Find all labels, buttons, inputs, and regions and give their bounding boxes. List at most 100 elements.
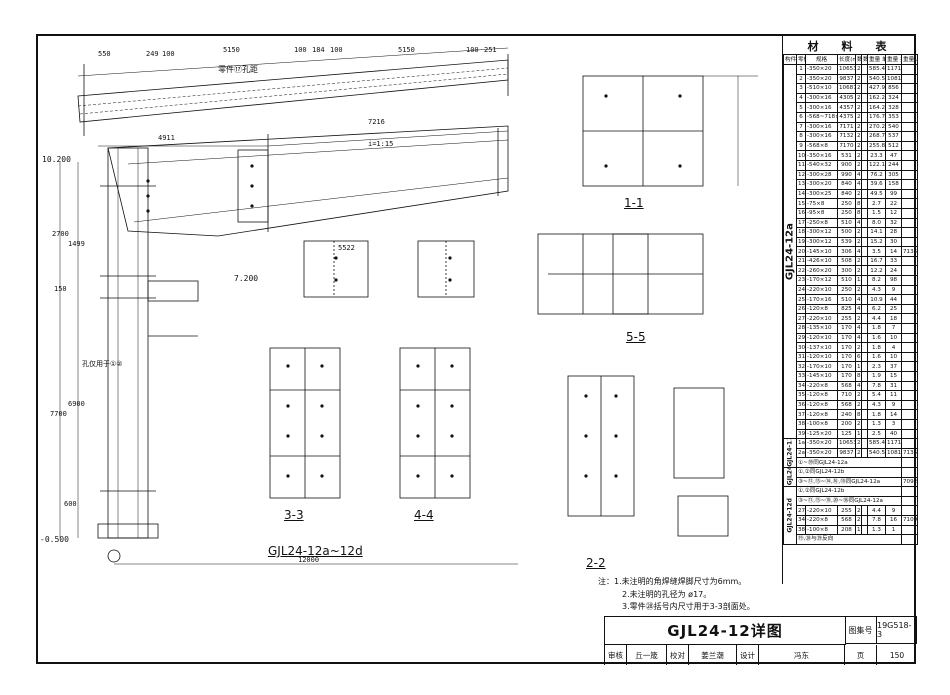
material-cell-total <box>901 236 918 248</box>
section-5-5-label: 5-5 <box>626 330 646 344</box>
material-cell: 3 <box>796 83 806 94</box>
material-cell-total <box>901 313 918 325</box>
material-cell: -300×16 <box>805 131 838 142</box>
material-cell: -426×10 <box>805 255 838 267</box>
material-cell: 255 <box>837 313 856 325</box>
material-cell: 4 <box>885 342 902 353</box>
note-3: 3.零件㉘括号内尺寸用于3-3剖面处。 <box>622 602 755 611</box>
material-cell: 990 <box>837 169 856 181</box>
material-cell: 4 <box>855 246 862 257</box>
material-cell: 44 <box>885 294 902 305</box>
plate-24 <box>303 240 369 298</box>
material-cell: 1 <box>796 64 806 75</box>
material-cell: 540 <box>885 121 902 133</box>
material-cell-total: 7135 <box>901 246 918 257</box>
material-cell: -250×8 <box>805 217 838 229</box>
material-cell: -120×8 <box>805 390 838 401</box>
dim-7700: 7700 <box>50 410 67 418</box>
material-cell: 5 <box>796 102 806 113</box>
material-row: ③~⑪,⑬~⑱,⑳~㊱同GJL24-12a <box>784 495 918 507</box>
material-cell: 2a <box>796 447 806 459</box>
material-cell-total <box>901 466 918 478</box>
material-cell: 6 <box>796 111 806 123</box>
material-cell-total: 7135 <box>901 447 918 459</box>
material-cell-total <box>901 505 918 516</box>
material-cell-note: ⑲,⑳与㉙反向 <box>796 534 902 545</box>
material-cell-total <box>901 169 918 181</box>
material-cell: 1.3 <box>867 524 886 536</box>
material-cell-total <box>901 73 918 85</box>
material-cell: 255 <box>837 505 856 516</box>
material-cell: -220×10 <box>805 313 838 325</box>
material-cell: 24 <box>796 284 806 296</box>
material-cell: 31 <box>796 351 806 363</box>
check-name: 姜兰潮 <box>689 645 737 665</box>
col-qty-neg: 数量 反 <box>861 54 868 65</box>
material-cell-note: ③~⑪,⑬~⑭,⑯,⑱同GJL24-12a <box>796 476 902 488</box>
section-4-4-label: 4-4 <box>414 508 434 522</box>
material-cell-total <box>901 150 918 161</box>
material-cell: 26 <box>796 303 806 315</box>
material-cell: 9 <box>796 140 806 152</box>
col-unit-weight: 重量 单重 <box>867 54 886 65</box>
material-cell: 7132 <box>837 131 856 142</box>
dim-4911: 4911 <box>158 134 175 142</box>
slope-label: i=1:15 <box>368 140 393 148</box>
material-cell: 240 <box>837 409 856 420</box>
material-cell-total <box>901 409 918 420</box>
design-label: 设计 <box>737 645 759 665</box>
material-cell: 170 <box>837 361 856 372</box>
material-cell: 27 <box>796 313 806 325</box>
material-cell: -300×12 <box>805 236 838 248</box>
material-cell: 1.8 <box>867 342 886 353</box>
material-row: 23-170×12510128.298 <box>784 275 918 286</box>
material-cell: 16 <box>855 428 862 440</box>
dim-top-184: 184 <box>312 46 325 54</box>
material-cell-total <box>901 303 918 315</box>
material-cell: 49.5 <box>867 188 886 200</box>
material-cell-total <box>901 121 918 133</box>
material-cell: 244 <box>885 159 902 171</box>
material-cell: 10687 <box>837 83 856 94</box>
drawing-title: GJL24-12详图 <box>605 617 846 645</box>
material-header-row: 构件编号 零件号 规格 长度(mm) 数量 正 数量 反 重量 单重 重量 共重… <box>783 54 918 65</box>
dim-top-100b: 100 <box>294 46 307 54</box>
material-cell-total <box>901 255 918 267</box>
material-cell: -300×16 <box>805 102 838 113</box>
material-cell: 33 <box>796 371 806 382</box>
material-cell: 38 <box>796 418 806 430</box>
title-block: GJL24-12详图 图集号 19G518-3 审核 丘一筬 校对 姜兰潮 设计… <box>604 616 917 665</box>
material-cell: -220×8 <box>805 514 838 526</box>
material-cell: 531 <box>837 150 856 161</box>
material-cell: 12.2 <box>867 265 886 277</box>
material-cell: 208 <box>837 524 856 536</box>
material-cell: 3 <box>885 418 902 430</box>
material-cell-total <box>901 332 918 344</box>
material-cell: 6.2 <box>867 303 886 315</box>
material-cell: 7170 <box>837 140 856 152</box>
col-grand-weight: 重量 总重 <box>901 54 918 65</box>
material-cell: 328 <box>885 102 902 113</box>
material-cell: 250 <box>837 198 856 209</box>
material-cell: 710 <box>837 390 856 401</box>
material-cell-total <box>901 399 918 411</box>
material-cell-total <box>901 294 918 305</box>
material-cell: 9837 <box>837 73 856 85</box>
material-cell: 4.3 <box>867 399 886 411</box>
member-group-label: GJL24-12c <box>783 467 797 487</box>
material-cell-total <box>901 371 918 382</box>
material-cell: 305 <box>885 169 902 181</box>
material-cell: 36 <box>796 399 806 411</box>
